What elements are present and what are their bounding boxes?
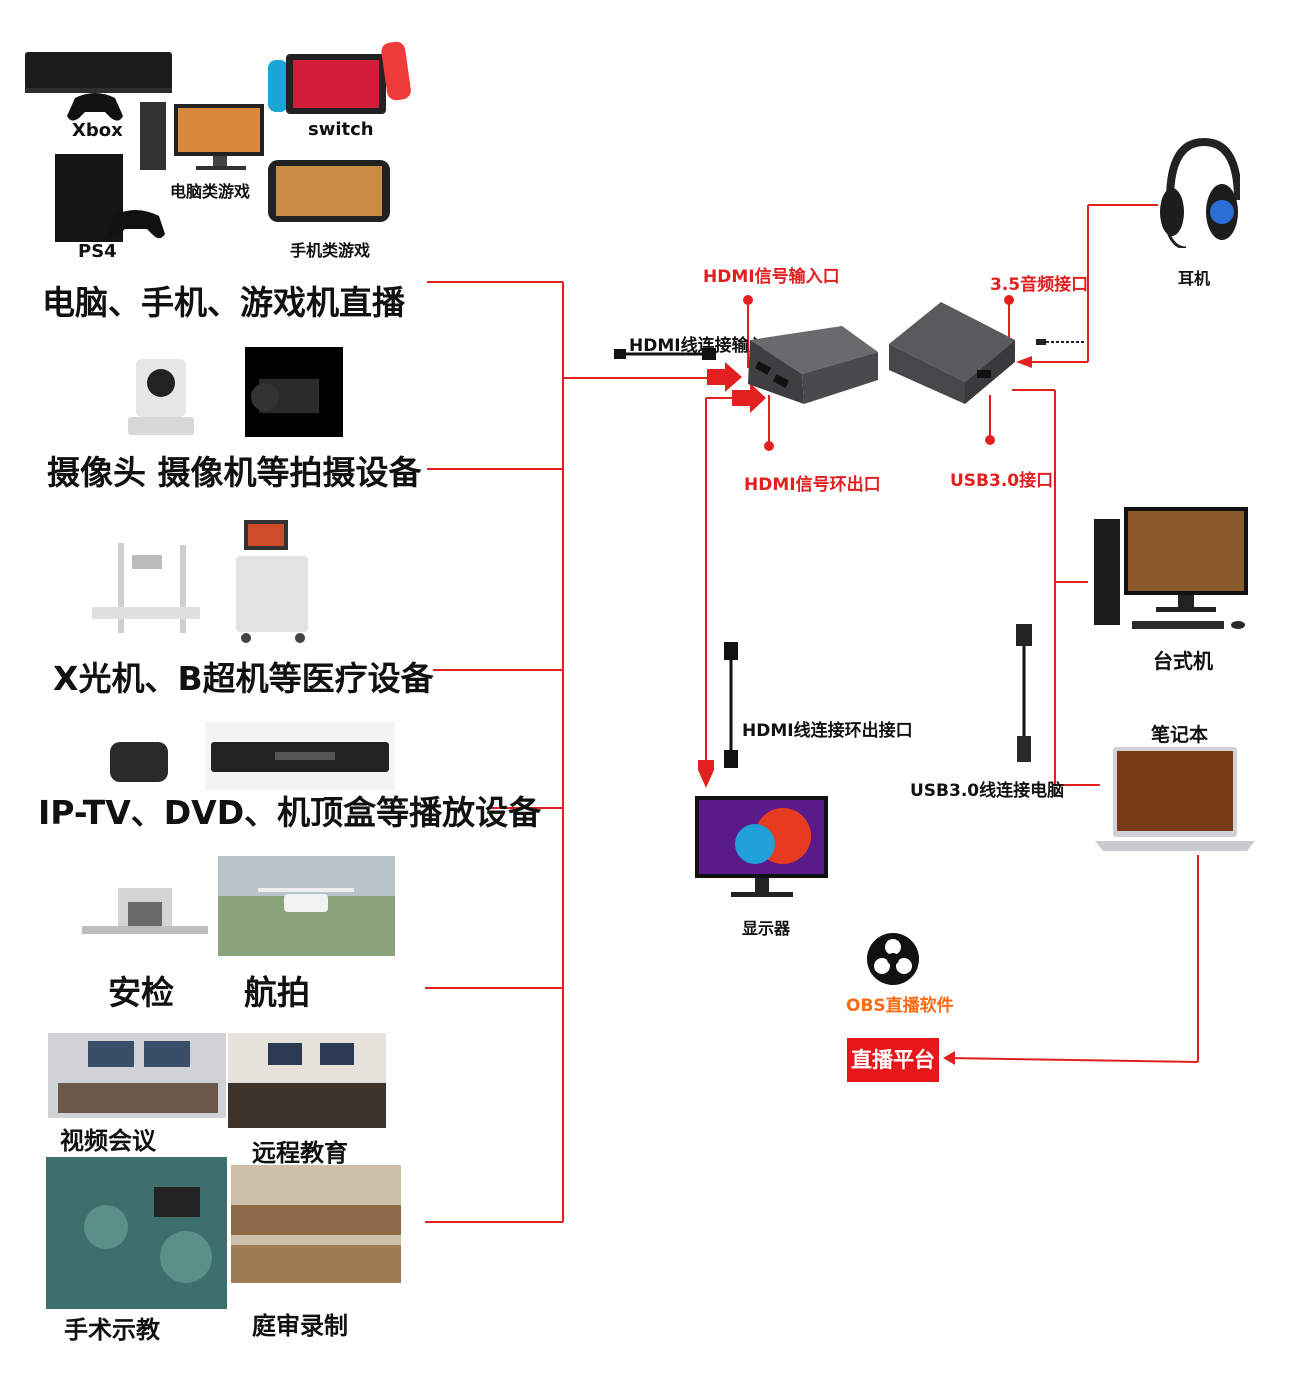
desktop-pc-icon xyxy=(1094,507,1248,629)
headphone-icon xyxy=(1160,138,1240,248)
desktop-label: 台式机 xyxy=(1153,649,1213,673)
court-label: 庭审录制 xyxy=(252,1312,348,1340)
xray-machine-icon xyxy=(92,543,200,633)
capture-card-back[interactable] xyxy=(885,300,1020,408)
hdmi-loop-cable-icon xyxy=(724,642,738,768)
group-camera-label: 摄像头 摄像机等拍摄设备 xyxy=(47,453,422,492)
surgery-label: 手术示教 xyxy=(64,1316,160,1344)
obs-label: OBS直播软件 xyxy=(846,996,954,1016)
ultrasound-machine-icon xyxy=(236,520,308,643)
court-photo xyxy=(231,1165,401,1283)
headphone-label: 耳机 xyxy=(1178,269,1211,288)
monitor-icon xyxy=(695,796,828,897)
surgery-photo xyxy=(46,1157,227,1309)
usb-cable-label: USB3.0线连接电脑 xyxy=(910,781,1065,801)
hdmi-in-label: HDMI信号输入口 xyxy=(703,267,840,287)
live-platform-button[interactable]: 直播平台 xyxy=(847,1038,939,1082)
capture-card-front[interactable] xyxy=(732,322,882,408)
aerial-label: 航拍 xyxy=(244,973,310,1012)
ps4-label: PS4 xyxy=(78,241,117,262)
remote-edu-label: 远程教育 xyxy=(252,1139,348,1167)
usb-port-label: USB3.0接口 xyxy=(950,471,1054,491)
security-label: 安检 xyxy=(108,973,174,1012)
ptz-camera-icon xyxy=(128,359,194,435)
video-conference-photo xyxy=(48,1033,226,1118)
group-player-label: IP-TV、DVD、机顶盒等播放设备 xyxy=(38,793,542,832)
switch-console-icon xyxy=(268,41,411,114)
camcorder-icon xyxy=(245,347,343,437)
hdmi-loop-cable-label: HDMI线连接环出接口 xyxy=(742,721,913,741)
pc-games-label: 电脑类游戏 xyxy=(170,182,251,201)
audio-plug-icon xyxy=(1036,339,1086,345)
xbox-label: Xbox xyxy=(72,120,123,141)
aerial-drone-icon xyxy=(218,856,395,956)
laptop-icon xyxy=(1095,747,1255,851)
switch-label: switch xyxy=(308,119,374,140)
mobile-games-label: 手机类游戏 xyxy=(290,241,371,260)
video-conf-label: 视频会议 xyxy=(60,1127,156,1155)
ps4-console-icon xyxy=(55,154,165,242)
xbox-console-icon xyxy=(25,52,172,121)
security-scanner-icon xyxy=(82,888,208,934)
hdmi-cable-in-label: HDMI线连接输入口 xyxy=(629,336,783,356)
group-live-label: 电脑、手机、游戏机直播 xyxy=(42,283,405,322)
pc-gaming-icon xyxy=(140,102,264,170)
remote-education-photo xyxy=(228,1033,386,1128)
hdmi-input-cable-icon xyxy=(614,348,716,360)
audio-port-label: 3.5音频接口 xyxy=(990,275,1089,295)
laptop-label: 笔记本 xyxy=(1151,724,1209,746)
iptv-box-icon xyxy=(110,742,168,782)
obs-logo-icon xyxy=(867,933,919,985)
usb-cable-icon xyxy=(1016,624,1032,762)
dvd-player-icon xyxy=(205,722,395,790)
group-medical-label: X光机、B超机等医疗设备 xyxy=(53,659,434,698)
mobile-game-icon xyxy=(268,160,390,222)
hdmi-loop-label: HDMI信号环出口 xyxy=(744,475,881,495)
monitor-label: 显示器 xyxy=(742,919,791,938)
